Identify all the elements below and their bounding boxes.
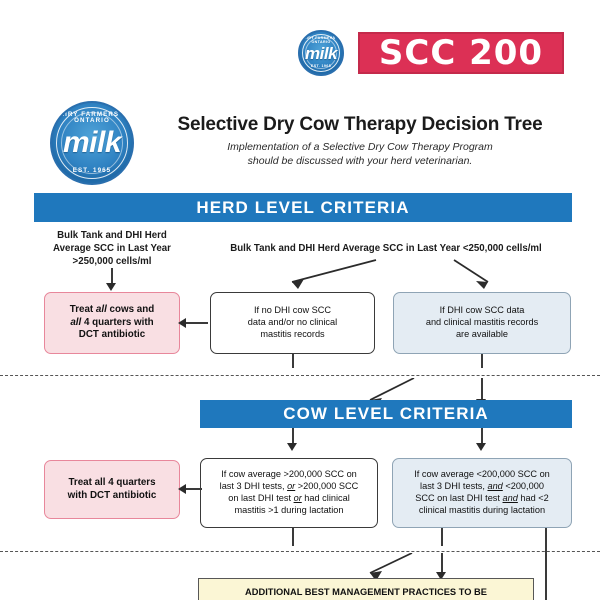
connector-no-dhi-stem-down [292,354,294,368]
herd-right-criteria-label: Bulk Tank and DHI Herd Average SCC in La… [230,243,542,254]
dfo-milk-seal-icon: DAIRY FARMERS of ONTARIO milk EST. 1965 [298,30,344,76]
connector-cow-right-branch [481,428,483,444]
cow-level-criteria-banner: COW LEVEL CRITERIA [200,400,572,428]
arrow-no-dhi-to-treat [178,318,186,328]
seal-large-arc-top-text: DAIRY FARMERS of ONTARIO [53,111,131,125]
arrow-footer-right-down [436,572,446,580]
seal-ring-inner [304,36,338,70]
box-treat-4-quarters: Treat all 4 quarters with DCT antibiotic [44,460,180,519]
box-no-dhi-data: If no DHI cow SCC data and/or no clinica… [210,292,375,354]
box-low-scc-line1: If cow average <200,000 SCC on [414,469,550,480]
box-additional-best-practices: ADDITIONAL BEST MANAGEMENT PRACTICES TO … [198,578,534,600]
connector-high-scc-stem-down [292,528,294,546]
page-subtitle: Implementation of a Selective Dry Cow Th… [150,140,570,168]
herd-left-criteria-line1: Bulk Tank and DHI Herd [57,230,167,241]
page-subtitle-line1: Implementation of a Selective Dry Cow Th… [227,141,493,153]
connector-dhi-avail-stem-down [481,354,483,368]
connector-herd-left-stem [111,268,113,284]
box-treat-all-line3: DCT antibiotic [78,329,146,341]
box-low-scc-line2: last 3 DHI tests, and <200,000 [420,481,544,492]
connector-cow-right-stem [481,378,483,400]
herd-level-criteria-banner: HERD LEVEL CRITERIA [34,193,572,222]
brand-header: DAIRY FARMERS of ONTARIO milk EST. 1965 … [0,0,600,92]
box-treat-all-line2: all 4 quarters with [70,316,154,328]
seal-large-arc-bottom-text: EST. 1965 [72,166,112,174]
box-no-dhi-line2: data and/or no clinical [247,317,338,328]
box-treat-4q-line1: Treat all 4 quarters [68,476,156,488]
box-treat-all-line1: Treat all cows and [69,303,155,315]
connector-herd-diag-left [291,259,377,289]
seal-arc-bottom-text: EST. 1965 [310,64,332,69]
seal-ring-outer [302,34,340,72]
connector-footer-right-stem [441,553,443,573]
page-subtitle-line2: should be discussed with your herd veter… [247,155,473,168]
box-dhi-avail-line2: and clinical mastitis records [425,317,539,328]
section-divider-herd-cow [0,375,600,376]
seal-wordmark: milk [304,43,338,63]
section-divider-cow-footer [0,551,600,552]
herd-left-criteria-label: Bulk Tank and DHI Herd Average SCC in La… [32,230,192,268]
seal-large-wordmark: milk [62,126,122,159]
herd-left-criteria-line2: Average SCC in Last Year [53,242,171,254]
box-low-scc-line4: clinical mastitis during lactation [418,504,546,515]
herd-left-criteria-line3: >250,000 cells/ml [72,255,152,267]
box-high-scc-line4: mastitis >1 during lactation [234,504,344,515]
cow-level-criteria-label: COW LEVEL CRITERIA [283,404,489,423]
box-no-dhi-line3: mastitis records [260,328,325,339]
box-high-scc-criteria: If cow average >200,000 SCC on last 3 DH… [200,458,378,528]
box-dhi-data-available: If DHI cow SCC data and clinical mastiti… [393,292,571,354]
seal-large-ring-outer [56,107,128,179]
connector-low-scc-far-right [545,528,547,600]
connector-cow-left-branch [292,428,294,444]
connector-low-scc-stem-down [441,528,443,546]
seal-large-ring-inner [60,111,124,175]
arrow-high-scc-to-treat [178,484,186,494]
box-no-dhi-line1: If no DHI cow SCC [253,305,332,316]
box-high-scc-line2: last 3 DHI tests, or >200,000 SCC [219,481,359,492]
connector-footer-diag-left [369,553,413,581]
dfo-milk-seal-large-icon: DAIRY FARMERS of ONTARIO milk EST. 1965 [50,101,134,185]
arrow-herd-left-down [106,283,116,291]
connector-no-dhi-to-treat [184,322,208,324]
box-low-scc-criteria: If cow average <200,000 SCC on last 3 DH… [392,458,572,528]
seal-arc-top-text: DAIRY FARMERS of ONTARIO [300,36,342,44]
scc-200-label: SCC 200 [378,33,544,73]
scc-200-banner: SCC 200 [358,32,564,74]
connector-herd-diag-right [453,259,489,289]
connector-high-scc-to-treat [184,488,202,490]
box-treat-all-cows: Treat all cows and all 4 quarters with D… [44,292,180,354]
box-dhi-avail-line1: If DHI cow SCC data [439,305,525,316]
box-high-scc-line3: on last DHI test or had clinical [228,493,350,503]
herd-level-criteria-label: HERD LEVEL CRITERIA [196,197,410,217]
box-low-scc-line3: SCC on last DHI test and had <2 [415,493,549,503]
best-practices-line1: ADDITIONAL BEST MANAGEMENT PRACTICES TO … [245,587,487,597]
arrow-cow-left-down [287,443,297,451]
box-dhi-avail-line3: are available [455,328,509,339]
page-title: Selective Dry Cow Therapy Decision Tree [177,114,543,135]
arrow-cow-right-down-2 [476,443,486,451]
box-treat-4q-line2: with DCT antibiotic [67,489,157,501]
box-high-scc-line1: If cow average >200,000 SCC on [221,469,357,480]
